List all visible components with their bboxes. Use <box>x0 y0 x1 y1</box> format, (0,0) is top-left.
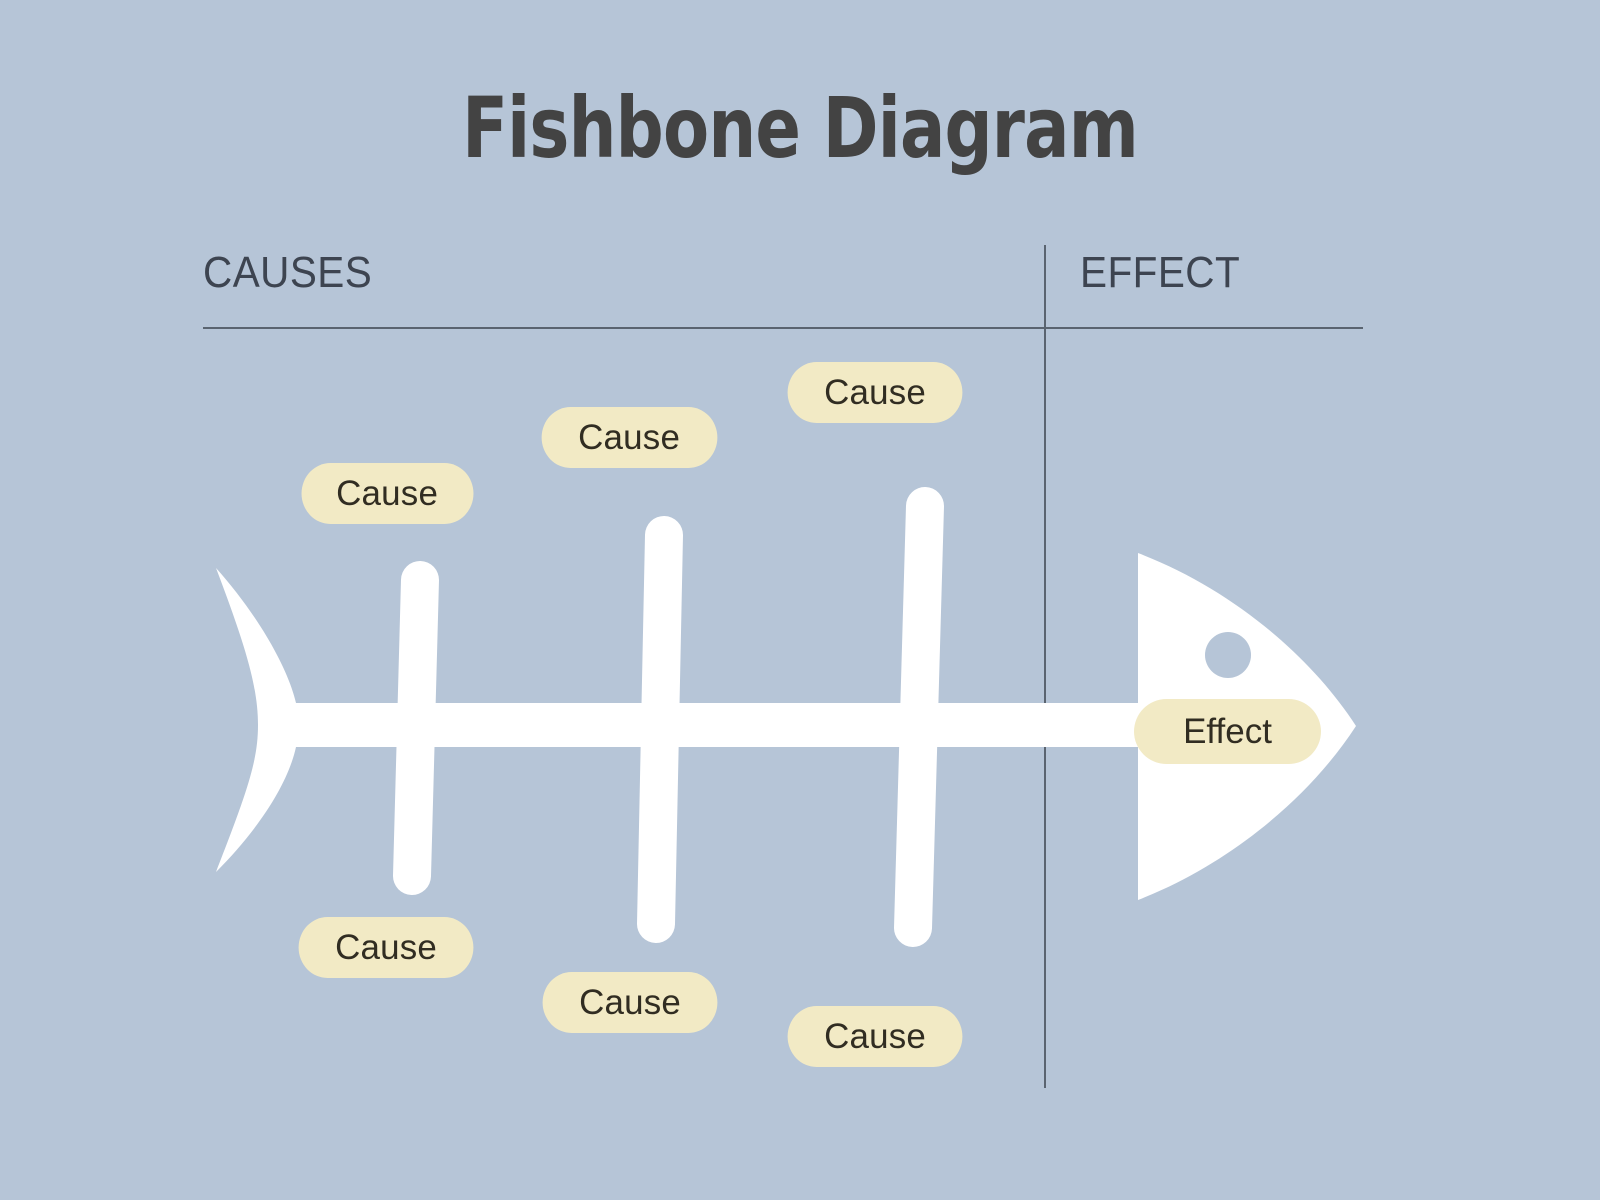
cause-pill-bottom-2-label: Cause <box>579 982 681 1022</box>
page-title: Fishbone Diagram <box>462 79 1139 177</box>
cause-pill-bottom-3[interactable]: Cause <box>787 1006 963 1067</box>
horizontal-divider <box>203 327 1363 329</box>
effect-section-heading: EFFECT <box>1080 248 1241 297</box>
cause-pill-bottom-2[interactable]: Cause <box>542 972 718 1033</box>
cause-pill-bottom-3-label: Cause <box>824 1016 926 1056</box>
fish-eye-icon <box>1205 632 1251 678</box>
fish-bone-3 <box>894 487 944 947</box>
cause-pill-top-3[interactable]: Cause <box>787 362 963 423</box>
cause-pill-bottom-1[interactable]: Cause <box>298 917 474 978</box>
fish-bone-2 <box>637 516 683 943</box>
fish-bone-1 <box>393 561 439 895</box>
effect-pill-label: Effect <box>1183 711 1272 751</box>
cause-pill-bottom-1-label: Cause <box>335 927 437 967</box>
effect-pill[interactable]: Effect <box>1134 699 1321 764</box>
cause-pill-top-1[interactable]: Cause <box>301 463 474 524</box>
cause-pill-top-2-label: Cause <box>578 417 681 457</box>
fish-tail-icon <box>216 568 300 872</box>
vertical-divider <box>1044 245 1046 1088</box>
cause-pill-top-2[interactable]: Cause <box>541 407 718 468</box>
cause-pill-top-1-label: Cause <box>336 473 439 513</box>
causes-section-heading: CAUSES <box>203 248 373 297</box>
cause-pill-top-3-label: Cause <box>824 372 926 412</box>
